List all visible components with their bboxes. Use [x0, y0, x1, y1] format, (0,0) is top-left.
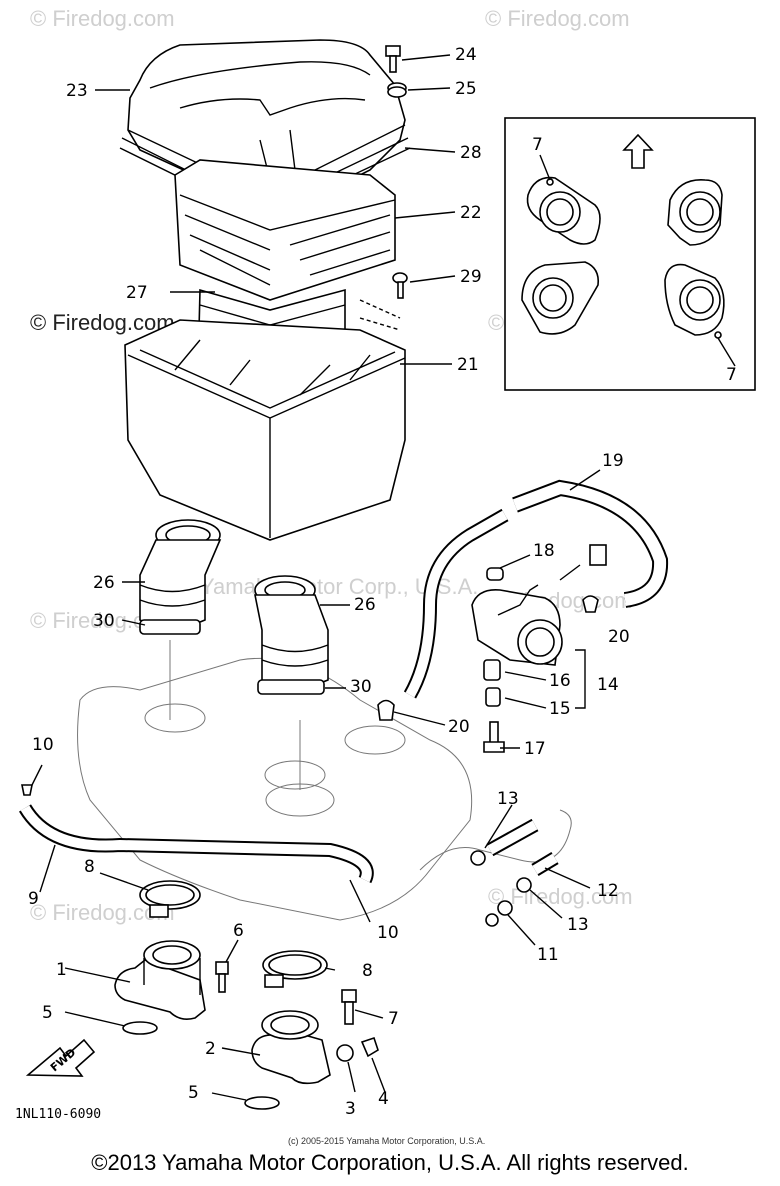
callout-3: 3	[345, 1099, 356, 1119]
watermark-top-right: © Firedog.com	[485, 6, 630, 31]
inset-flange-bottom-left	[521, 261, 600, 335]
callout-7-inset-bottom: 7	[726, 365, 737, 385]
cap-3	[336, 1044, 354, 1062]
valve-assembly	[471, 544, 607, 753]
callout-15: 15	[549, 699, 571, 719]
bolt-7	[341, 989, 357, 1025]
callout-18: 18	[533, 541, 555, 561]
callout-24: 24	[455, 45, 477, 65]
callout-13-upper: 13	[497, 789, 519, 809]
inset-flange-bottom-right	[664, 263, 725, 339]
washer-25	[387, 82, 407, 98]
callout-17: 17	[524, 739, 546, 759]
callout-14: 14	[597, 675, 619, 695]
clamp-band-upper	[139, 880, 201, 918]
air-filter-element	[174, 159, 396, 301]
callout-22: 22	[460, 203, 482, 223]
clamp-band-lower	[262, 950, 328, 988]
breather-hose	[403, 479, 669, 699]
fwd-arrow-icon: FWD	[25, 1038, 96, 1077]
air-cleaner-case	[124, 319, 406, 541]
callout-1: 1	[56, 960, 67, 980]
clip-4	[360, 1036, 379, 1058]
callout-10-center: 10	[377, 923, 399, 943]
callout-7-bolt: 7	[388, 1009, 399, 1029]
intake-joint-left	[139, 519, 222, 635]
drain-hose	[18, 784, 374, 884]
inset-flange-top-right	[667, 179, 723, 246]
drawing-code: 1NL110-6090	[15, 1107, 101, 1122]
intake-joint-right	[254, 575, 329, 695]
watermark-top-left: © Firedog.com	[30, 6, 175, 31]
callout-30-right: 30	[350, 677, 372, 697]
callout-8-upper: 8	[84, 857, 95, 877]
small-credit: (c) 2005-2015 Yamaha Motor Corporation, …	[288, 1136, 485, 1146]
clip-13	[470, 850, 532, 893]
watermark-left: © Firedog.com	[30, 310, 175, 335]
hose-12	[486, 818, 559, 877]
callout-20-upper: 20	[608, 627, 630, 647]
callout-13-lower: 13	[567, 915, 589, 935]
callout-4: 4	[378, 1089, 389, 1109]
bolt-6	[215, 961, 229, 993]
bolt-24	[385, 45, 401, 73]
callout-30-left: 30	[93, 611, 115, 631]
callout-23: 23	[66, 81, 88, 101]
callout-26-right: 26	[354, 595, 376, 615]
callout-27: 27	[126, 283, 148, 303]
callout-9: 9	[28, 889, 39, 909]
o-ring-upper	[122, 1021, 158, 1035]
callout-5-lower: 5	[188, 1083, 199, 1103]
callout-26-left: 26	[93, 573, 115, 593]
callout-16: 16	[549, 671, 571, 691]
callout-20-lower: 20	[448, 717, 470, 737]
callout-11: 11	[537, 945, 559, 965]
footer-copyright: ©2013 Yamaha Motor Corporation, U.S.A. A…	[91, 1150, 689, 1175]
callout-10-left: 10	[32, 735, 54, 755]
callout-2: 2	[205, 1039, 216, 1059]
callout-7-inset-top: 7	[532, 135, 543, 155]
inset-panel	[504, 117, 756, 391]
o-ring-lower	[244, 1096, 280, 1110]
inset-flange-top-left	[526, 176, 601, 245]
callout-25: 25	[455, 79, 477, 99]
callout-21: 21	[457, 355, 479, 375]
callout-19: 19	[602, 451, 624, 471]
leader-lines	[31, 54, 736, 1101]
callout-29: 29	[460, 267, 482, 287]
callout-28: 28	[460, 143, 482, 163]
callout-8-lower: 8	[362, 961, 373, 981]
carburetor-joint-1	[114, 940, 206, 1020]
callout-12: 12	[597, 881, 619, 901]
callout-5-upper: 5	[42, 1003, 53, 1023]
plug-11	[485, 900, 513, 927]
carburetor-joint-2	[251, 1010, 331, 1085]
hose-clamp-20	[377, 699, 395, 721]
screw-29	[359, 272, 408, 331]
callout-6: 6	[233, 921, 244, 941]
